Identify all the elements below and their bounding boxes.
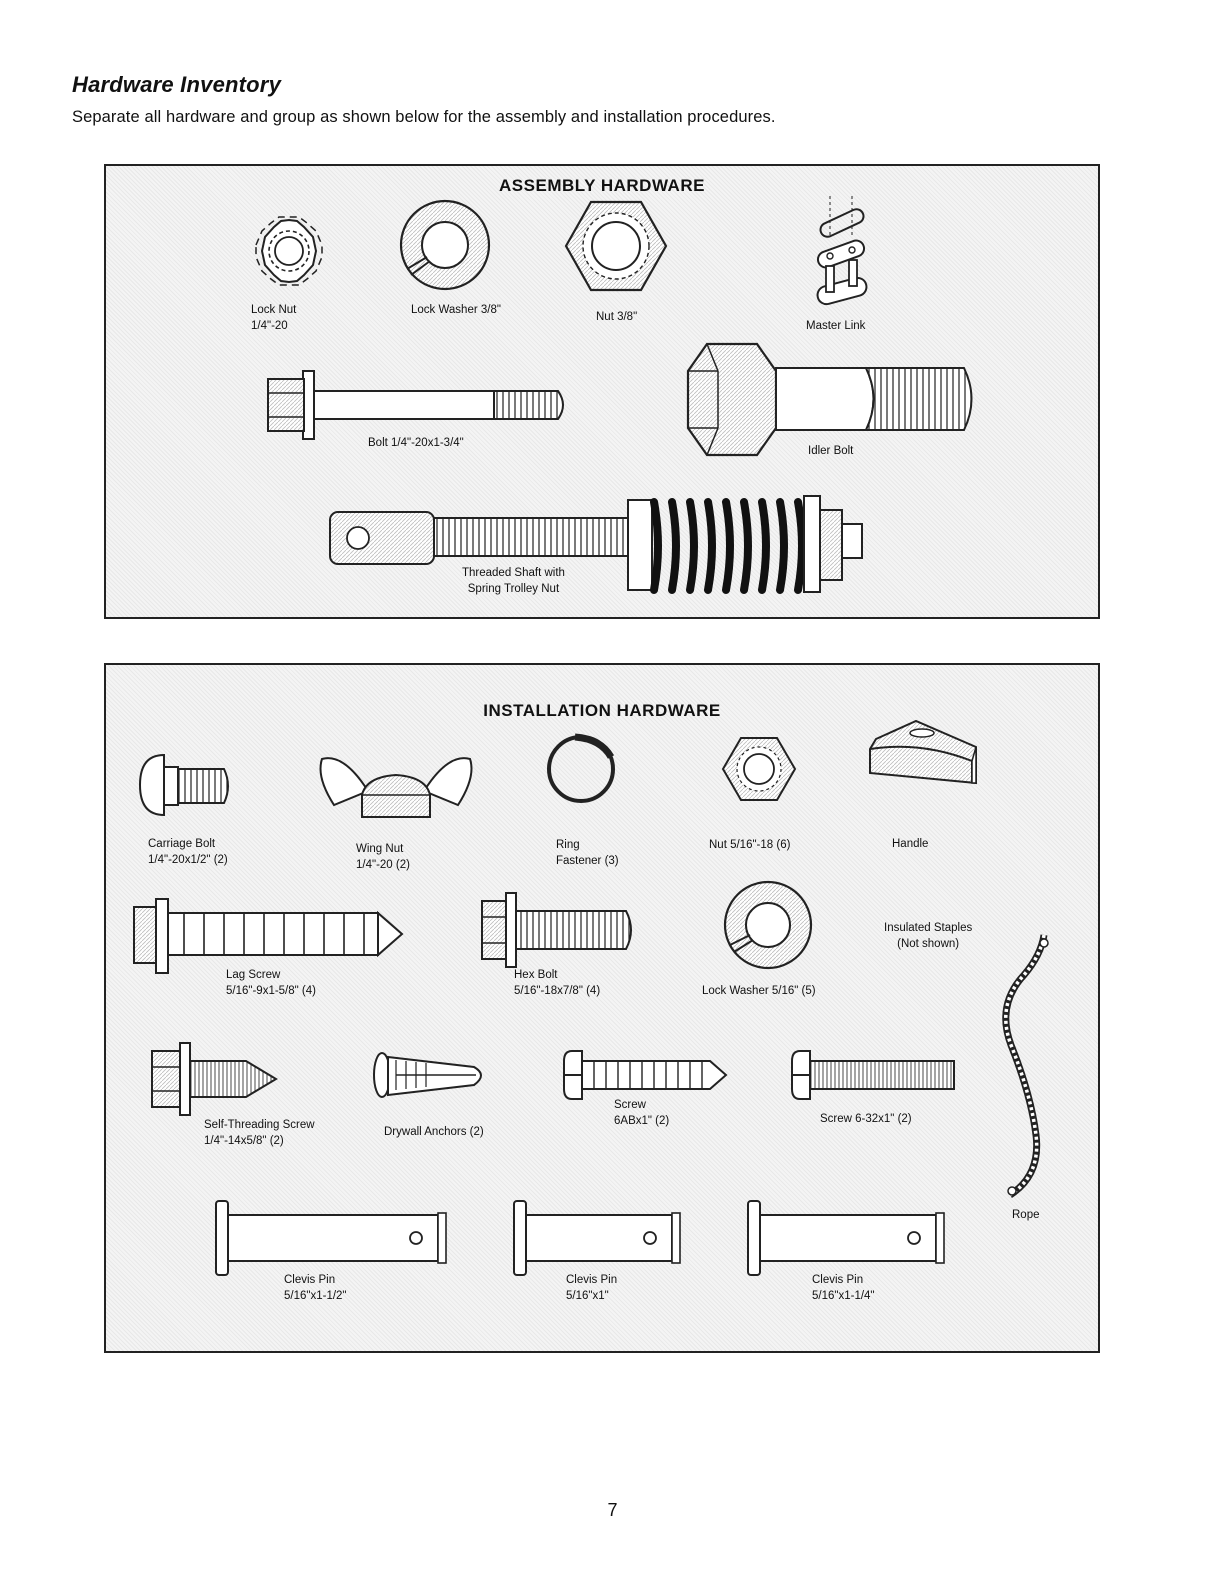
rope-label: Rope bbox=[1012, 1209, 1040, 1221]
ring-fastener-label: Ring Fastener (3) bbox=[556, 839, 619, 867]
page-title: Hardware Inventory bbox=[72, 72, 282, 97]
assembly-hardware-panel: ASSEMBLY HARDWARE bbox=[104, 164, 1100, 619]
installation-hardware-illustrations bbox=[133, 719, 1049, 1276]
bolt-label: Bolt 1/4"-20x1-3/4" bbox=[368, 437, 464, 449]
master-link-icon bbox=[816, 196, 868, 306]
clevis-pin-1-icon bbox=[215, 1200, 447, 1276]
lag-screw-label: Lag Screw 5/16"-9x1-5/8" (4) bbox=[226, 969, 316, 997]
bolt-icon bbox=[267, 370, 564, 440]
ring-fastener-icon bbox=[547, 733, 615, 803]
clevis-pin-3-label: Clevis Pin 5/16"x1-1/4" bbox=[812, 1274, 875, 1302]
lock-washer-516-icon bbox=[723, 880, 813, 970]
threaded-shaft-icon bbox=[329, 495, 863, 594]
nut-516-label: Nut 5/16"-18 (6) bbox=[709, 839, 791, 851]
nut-516-icon bbox=[721, 737, 797, 801]
clevis-pin-2-label: Clevis Pin 5/16"x1" bbox=[566, 1274, 618, 1302]
screw-632-icon bbox=[791, 1050, 955, 1100]
lock-nut-icon bbox=[255, 216, 323, 286]
wing-nut-label: Wing Nut 1/4"-20 (2) bbox=[356, 843, 410, 871]
drywall-anchors-icon bbox=[373, 1052, 482, 1098]
lag-screw-icon bbox=[133, 898, 404, 974]
lock-washer-label: Lock Washer 3/8" bbox=[411, 304, 501, 316]
intro-text: Separate all hardware and group as shown… bbox=[72, 108, 776, 126]
rope-icon bbox=[1002, 934, 1049, 1198]
self-threading-screw-label: Self-Threading Screw 1/4"-14x5/8" (2) bbox=[204, 1119, 315, 1147]
carriage-bolt-icon bbox=[138, 753, 229, 817]
idler-bolt-label: Idler Bolt bbox=[808, 445, 854, 457]
installation-hardware-panel: INSTALLATION HARDWARE bbox=[104, 663, 1100, 1353]
carriage-bolt-label: Carriage Bolt 1/4"-20x1/2" (2) bbox=[148, 838, 228, 866]
screw-6ab-icon bbox=[563, 1050, 728, 1100]
hex-bolt-label: Hex Bolt 5/16"-18x7/8" (4) bbox=[514, 969, 601, 997]
nut-icon bbox=[564, 200, 668, 292]
drywall-anchors-label: Drywall Anchors (2) bbox=[384, 1126, 484, 1138]
assembly-hardware-illustrations bbox=[255, 196, 973, 594]
handle-label: Handle bbox=[892, 838, 929, 850]
screw-6ab-label: Screw 6ABx1" (2) bbox=[614, 1099, 670, 1127]
clevis-pin-1-label: Clevis Pin 5/16"x1-1/2" bbox=[284, 1274, 347, 1302]
lock-nut-label: Lock Nut 1/4"-20 bbox=[251, 304, 297, 332]
self-threading-screw-icon bbox=[151, 1042, 278, 1116]
screw-632-label: Screw 6-32x1" (2) bbox=[820, 1113, 912, 1125]
page-number: 7 bbox=[607, 1500, 618, 1520]
master-link-label: Master Link bbox=[806, 320, 866, 332]
assembly-hardware-title: ASSEMBLY HARDWARE bbox=[499, 176, 705, 195]
installation-hardware-title: INSTALLATION HARDWARE bbox=[483, 701, 721, 720]
wing-nut-icon bbox=[319, 757, 473, 818]
handle-icon bbox=[869, 719, 977, 785]
clevis-pin-2-icon bbox=[513, 1200, 681, 1276]
lock-washer-icon bbox=[399, 199, 491, 291]
nut-label: Nut 3/8" bbox=[596, 311, 638, 323]
lock-washer-516-label: Lock Washer 5/16" (5) bbox=[702, 985, 816, 997]
clevis-pin-3-icon bbox=[747, 1200, 945, 1276]
threaded-shaft-label: Threaded Shaft with Spring Trolley Nut bbox=[462, 567, 565, 595]
hex-bolt-icon bbox=[481, 892, 632, 968]
insulated-staples-label: Insulated Staples (Not shown) bbox=[884, 922, 973, 950]
idler-bolt-icon bbox=[686, 342, 973, 457]
